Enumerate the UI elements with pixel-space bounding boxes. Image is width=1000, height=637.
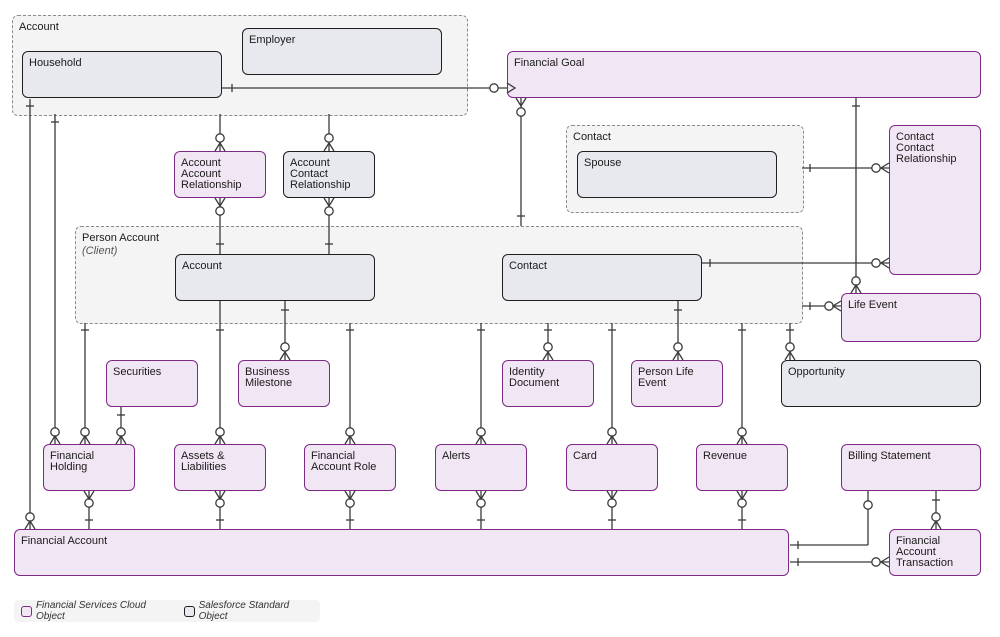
entity-household[interactable]: Household bbox=[22, 51, 222, 98]
cardinality-crowfoot-4 bbox=[214, 197, 226, 208]
cardinality-crowfoot-26 bbox=[475, 490, 487, 501]
entity-financial-account[interactable]: Financial Account bbox=[14, 529, 789, 576]
group-contact-label: Contact bbox=[573, 131, 611, 143]
cardinality-crowfoot-19 bbox=[542, 350, 554, 361]
cardinality-crowfoot-14 bbox=[344, 434, 356, 445]
cardinality-crowfoot-18 bbox=[279, 350, 291, 361]
cardinality-crowfoot-3 bbox=[323, 141, 335, 152]
legend-sfs-swatch bbox=[183, 605, 195, 617]
cardinality-circle-0 bbox=[489, 83, 499, 93]
cardinality-crowfoot-24 bbox=[214, 490, 226, 501]
cardinality-crowfoot-15 bbox=[475, 434, 487, 445]
cardinality-crowfoot-8 bbox=[879, 257, 890, 269]
cardinality-crowfoot-2 bbox=[214, 141, 226, 152]
entity-life-event[interactable]: Life Event bbox=[841, 293, 981, 342]
cardinality-crowfoot-22 bbox=[24, 519, 36, 530]
cardinality-circle-18 bbox=[280, 342, 290, 352]
cardinality-crowfoot-30 bbox=[879, 556, 890, 568]
group-person-account-title: Person Account bbox=[82, 232, 160, 244]
cardinality-circle-31 bbox=[871, 557, 881, 567]
cardinality-crowfoot-25 bbox=[344, 490, 356, 501]
cardinality-crowfoot-17 bbox=[736, 434, 748, 445]
cardinality-circle-2 bbox=[215, 133, 225, 143]
group-person-account-subtitle: (Client) bbox=[82, 245, 118, 257]
entity-billing-statement[interactable]: Billing Statement bbox=[841, 444, 981, 491]
cardinality-circle-7 bbox=[871, 163, 881, 173]
entity-assets-liabilities[interactable]: Assets & Liabilities bbox=[174, 444, 266, 491]
group-account-label: Account bbox=[19, 21, 59, 33]
cardinality-crowfoot-5 bbox=[323, 197, 335, 208]
cardinality-circle-19 bbox=[543, 342, 553, 352]
cardinality-crowfoot-29 bbox=[930, 519, 942, 530]
cardinality-circle-5 bbox=[324, 206, 334, 216]
cardinality-crowfoot-11 bbox=[79, 434, 91, 445]
cardinality-circle-4 bbox=[215, 206, 225, 216]
legend-sfs-label: Salesforce Standard Object bbox=[198, 600, 290, 622]
entity-financial-account-transaction[interactable]: Financial Account Transaction bbox=[889, 529, 981, 576]
entity-spouse[interactable]: Spouse bbox=[577, 151, 777, 198]
cardinality-circle-20 bbox=[673, 342, 683, 352]
entity-contact-contact-relationship[interactable]: Contact Contact Relationship bbox=[889, 125, 981, 275]
entity-securities[interactable]: Securities bbox=[106, 360, 198, 407]
entity-financial-account-role[interactable]: Financial Account Role bbox=[304, 444, 396, 491]
entity-account-account-relationship[interactable]: Account Account Relationship bbox=[174, 151, 266, 198]
cardinality-crowfoot-10 bbox=[49, 434, 61, 445]
entity-revenue[interactable]: Revenue bbox=[696, 444, 788, 491]
cardinality-crowfoot-28 bbox=[736, 490, 748, 501]
legend-fsc-swatch bbox=[21, 605, 32, 617]
entity-business-milestone[interactable]: Business Milestone bbox=[238, 360, 330, 407]
cardinality-circle-21 bbox=[785, 342, 795, 352]
cardinality-crowfoot-1 bbox=[515, 97, 527, 108]
entity-financial-goal[interactable]: Financial Goal bbox=[507, 51, 981, 98]
cardinality-crowfoot-13 bbox=[214, 434, 226, 445]
cardinality-crowfoot-21 bbox=[784, 350, 796, 361]
entity-identity-document[interactable]: Identity Document bbox=[502, 360, 594, 407]
cardinality-crowfoot-12 bbox=[115, 434, 127, 445]
entity-account-contact-relationship[interactable]: Account Contact Relationship bbox=[283, 151, 375, 198]
cardinality-circle-3 bbox=[324, 133, 334, 143]
cardinality-crowfoot-16 bbox=[606, 434, 618, 445]
entity-alerts[interactable]: Alerts bbox=[435, 444, 527, 491]
cardinality-circle-1 bbox=[516, 107, 526, 117]
cardinality-circle-29 bbox=[863, 500, 873, 510]
cardinality-crowfoot-20 bbox=[672, 350, 684, 361]
cardinality-crowfoot-9 bbox=[831, 300, 842, 312]
legend: Financial Services Cloud Object Salesfor… bbox=[14, 600, 320, 622]
cardinality-crowfoot-23 bbox=[83, 490, 95, 501]
cardinality-crowfoot-7 bbox=[879, 162, 890, 174]
entity-card[interactable]: Card bbox=[566, 444, 658, 491]
group-person-account-label: Person Account (Client) bbox=[82, 232, 159, 258]
entity-opportunity[interactable]: Opportunity bbox=[781, 360, 981, 407]
entity-financial-holding[interactable]: Financial Holding bbox=[43, 444, 135, 491]
entity-person-life-event[interactable]: Person Life Event bbox=[631, 360, 723, 407]
entity-employer[interactable]: Employer bbox=[242, 28, 442, 75]
cardinality-crowfoot-0 bbox=[506, 82, 517, 94]
legend-fsc-label: Financial Services Cloud Object bbox=[35, 600, 146, 622]
entity-contact[interactable]: Contact bbox=[502, 254, 702, 301]
cardinality-circle-8 bbox=[871, 258, 881, 268]
cardinality-crowfoot-6 bbox=[850, 283, 862, 294]
entity-account[interactable]: Account bbox=[175, 254, 375, 301]
cardinality-crowfoot-27 bbox=[606, 490, 618, 501]
